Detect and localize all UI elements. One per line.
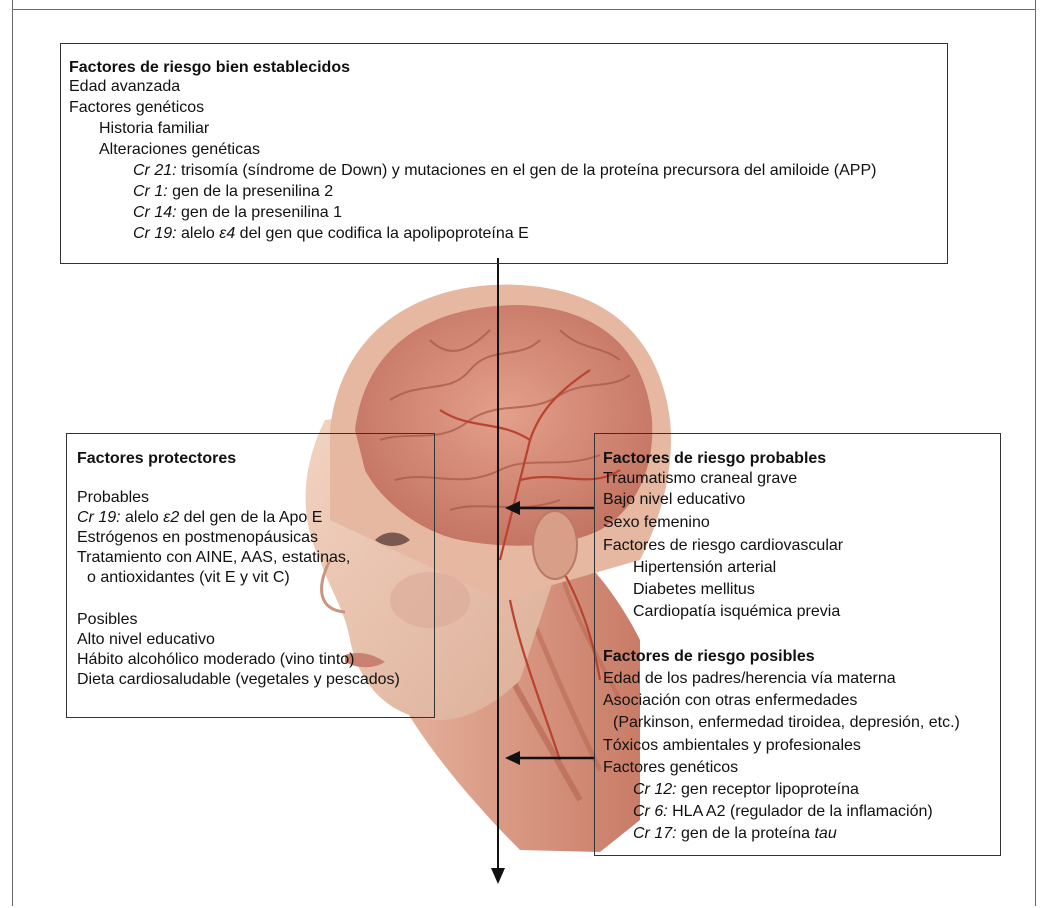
probable-item-education: Bajo nivel educativo bbox=[603, 491, 745, 509]
established-item-cr14: Cr 14: gen de la presenilina 1 bbox=[133, 204, 342, 222]
protective-item-antioxidants: o antioxidantes (vit E y vit C) bbox=[87, 569, 290, 587]
possible-item-toxics: Tóxicos ambientales y profesionales bbox=[603, 737, 861, 755]
probable-item-diabetes: Diabetes mellitus bbox=[633, 581, 755, 599]
protective-item-estrogens: Estrógenos en postmenopáusicas bbox=[77, 529, 318, 547]
probable-item-cardiopathy: Cardiopatía isquémica previa bbox=[633, 603, 840, 621]
protective-probables-heading: Probables bbox=[77, 489, 149, 507]
probable-item-trauma: Traumatismo craneal grave bbox=[603, 470, 797, 488]
possible-item-diseases-detail: (Parkinson, enfermedad tiroidea, depresi… bbox=[613, 714, 960, 732]
possible-item-genetic: Factores genéticos bbox=[603, 759, 738, 777]
probable-title: Factores de riesgo probables bbox=[603, 450, 826, 468]
established-title: Factores de riesgo bien establecidos bbox=[69, 59, 350, 77]
protective-factors-box: Factores protectores Probables Cr 19: al… bbox=[66, 433, 435, 718]
established-risk-factors-box: Factores de riesgo bien establecidos Eda… bbox=[60, 43, 948, 264]
protective-item-treatment: Tratamiento con AINE, AAS, estatinas, bbox=[77, 549, 350, 567]
probable-item-hypertension: Hipertensión arterial bbox=[633, 559, 776, 577]
vertical-arrow-head bbox=[491, 868, 505, 884]
probable-item-cardiovascular: Factores de riesgo cardiovascular bbox=[603, 537, 843, 555]
possible-item-diseases: Asociación con otras enfermedades bbox=[603, 692, 857, 710]
established-item-age: Edad avanzada bbox=[69, 78, 180, 96]
protective-item-education: Alto nivel educativo bbox=[77, 631, 215, 649]
possible-item-cr17: Cr 17: gen de la proteína tau bbox=[633, 825, 837, 843]
possible-item-cr6: Cr 6: HLA A2 (regulador de la inflamació… bbox=[633, 803, 933, 821]
established-item-cr19: Cr 19: alelo ε4 del gen que codifica la … bbox=[133, 225, 529, 243]
probable-item-sex: Sexo femenino bbox=[603, 514, 710, 532]
protective-item-cr19: Cr 19: alelo ε2 del gen de la Apo E bbox=[77, 509, 322, 527]
ear bbox=[533, 511, 577, 579]
protective-item-alcohol: Hábito alcohólico moderado (vino tinto) bbox=[77, 651, 354, 669]
established-item-family-history: Historia familiar bbox=[99, 120, 209, 138]
possible-item-cr12: Cr 12: gen receptor lipoproteína bbox=[633, 781, 859, 799]
probable-possible-risk-box: Factores de riesgo probables Traumatismo… bbox=[594, 433, 1001, 856]
established-item-genetic: Factores genéticos bbox=[69, 99, 204, 117]
established-item-genetic-alterations: Alteraciones genéticas bbox=[99, 141, 260, 159]
established-item-cr21: Cr 21: trisomía (síndrome de Down) y mut… bbox=[133, 162, 876, 180]
protective-item-diet: Dieta cardiosaludable (vegetales y pesca… bbox=[77, 671, 400, 689]
protective-posibles-heading: Posibles bbox=[77, 611, 137, 629]
protective-title: Factores protectores bbox=[77, 450, 236, 468]
possible-title: Factores de riesgo posibles bbox=[603, 648, 815, 666]
possible-item-parents: Edad de los padres/herencia vía materna bbox=[603, 670, 896, 688]
established-item-cr1: Cr 1: gen de la presenilina 2 bbox=[133, 183, 333, 201]
